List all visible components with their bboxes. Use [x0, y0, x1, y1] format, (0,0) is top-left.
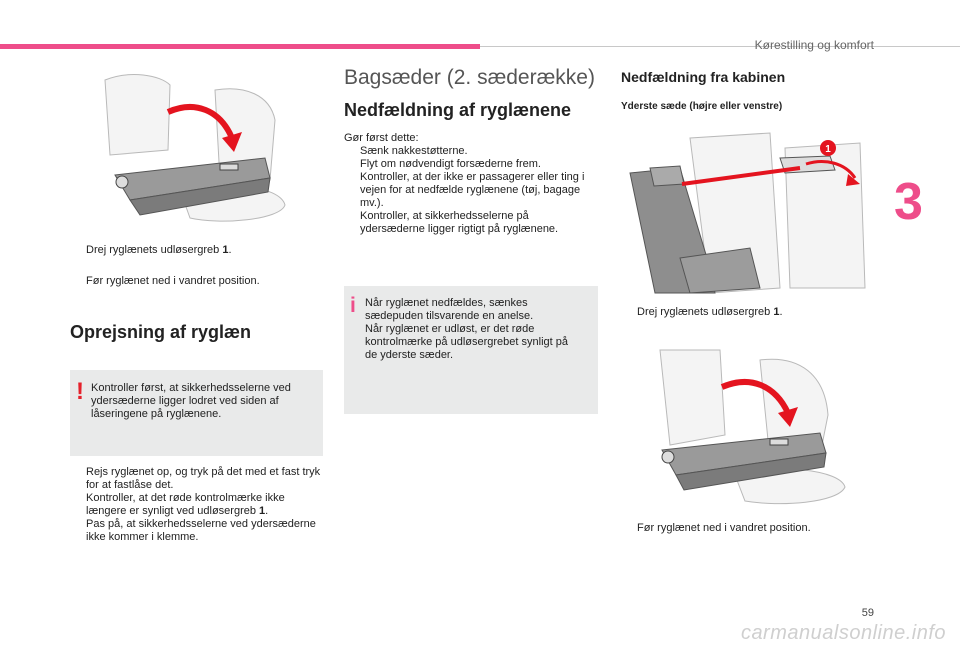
checkbox-square-icon: [70, 492, 86, 518]
checkbox-square-icon: [70, 275, 86, 288]
heading-raise: Oprejsning af ryglæn: [70, 322, 252, 342]
fold-steps-middle: Gør først dette: Sænk nakkestøtterne. Fl…: [344, 132, 596, 236]
list-item: Før ryglænet ned i vandret position.: [70, 275, 320, 288]
page-number: 59: [861, 607, 874, 619]
checkbox-square-icon: [70, 466, 86, 492]
cabin-fold-illustration: [640, 345, 880, 510]
list-item: Drej ryglænets udløsergreb 1.: [621, 306, 871, 319]
callout-label: 1: [825, 144, 831, 155]
chapter-number: 3: [894, 173, 923, 231]
header-accent-bar: [0, 44, 480, 49]
warning-box: ! Kontroller først, at sikkerhedsselerne…: [70, 370, 323, 456]
checkbox-square-icon: [344, 210, 360, 236]
heading-fold: Nedfældning af ryglænene: [344, 100, 572, 120]
info-box: i Når ryglænet nedfældes, sænkes sædepud…: [344, 286, 598, 414]
list-item: Kontroller, at der ikke er passagerer el…: [344, 171, 596, 210]
header-rule: [480, 46, 960, 47]
list-item: Flyt om nødvendigt forsæderne frem.: [344, 158, 596, 171]
info-text: Når ryglænet nedfældes, sænkes sædepuden…: [365, 297, 568, 361]
list-item: Kontroller, at sikkerhedsselerne på yder…: [344, 210, 596, 236]
raise-steps: Rejs ryglænet op, og tryk på det med et …: [70, 466, 325, 544]
checkbox-square-icon: [344, 145, 360, 158]
checkbox-square-icon: [70, 518, 86, 544]
exclamation-icon: !: [76, 378, 84, 405]
section-title: Kørestilling og komfort: [754, 38, 874, 52]
checkbox-square-icon: [621, 522, 637, 535]
cabin-seat-illustration: 1: [620, 128, 875, 298]
info-icon: i: [350, 294, 356, 317]
checkbox-square-icon: [344, 158, 360, 171]
checkbox-square-icon: [70, 244, 86, 257]
checkbox-square-icon: [621, 306, 637, 319]
warning-text: Kontroller først, at sikkerhedsselerne v…: [91, 382, 291, 420]
list-item: Drej ryglænets udløsergreb 1.: [70, 244, 320, 257]
subheading-outer-seat: Yderste sæde (højre eller venstre): [621, 101, 783, 112]
list-item: Kontroller, at det røde kontrolmærke ikk…: [70, 492, 325, 518]
list-item: Før ryglænet ned i vandret position.: [621, 522, 871, 535]
list-item: Pas på, at sikkerhedsselerne ved ydersæd…: [70, 518, 325, 544]
heading-cabin: Nedfældning fra kabinen: [621, 69, 786, 85]
intro-text: Gør først dette:: [344, 132, 419, 144]
list-item: Sænk nakkestøtterne.: [344, 145, 596, 158]
fold-steps-left: Drej ryglænets udløsergreb 1. Før ryglæn…: [70, 244, 320, 288]
seat-fold-illustration: [70, 60, 320, 230]
list-item: Rejs ryglænet op, og tryk på det med et …: [70, 466, 325, 492]
checkbox-square-icon: [344, 171, 360, 210]
watermark: carmanualsonline.info: [740, 622, 946, 644]
page-title: Bagsæder (2. sæderække): [344, 66, 595, 89]
